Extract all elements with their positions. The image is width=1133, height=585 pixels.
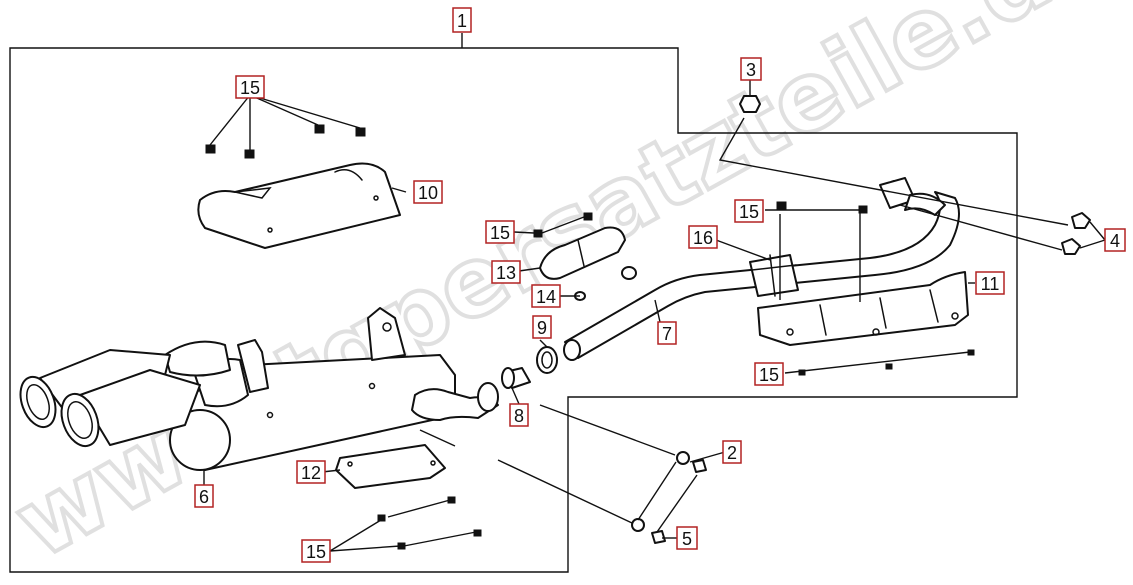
muffler-assembly [19,307,499,471]
svg-text:15: 15 [759,365,779,385]
callout-9: 9 [532,315,552,339]
heat-shield-10 [197,162,401,249]
callout-5: 5 [676,526,698,550]
gasket-9 [536,346,558,374]
callout-2: 2 [722,440,742,464]
callout-6: 6 [194,484,214,508]
svg-text:10: 10 [418,183,438,203]
assembly-outline [9,47,1018,573]
callout-11: 11 [975,271,1005,295]
heat-shield-11 [757,271,969,346]
leader-lines [203,33,1106,552]
callout-12: 12 [296,460,326,484]
svg-text:1: 1 [457,11,467,31]
svg-text:15: 15 [490,223,510,243]
callout-1: 1 [452,7,472,33]
svg-text:6: 6 [199,487,209,507]
svg-text:15: 15 [240,78,260,98]
svg-text:7: 7 [662,324,672,344]
svg-text:13: 13 [496,263,516,283]
callout-15-right: 15 [734,199,764,223]
svg-text:15: 15 [306,542,326,562]
svg-text:3: 3 [746,60,756,80]
svg-text:2: 2 [727,443,737,463]
svg-text:4: 4 [1110,231,1120,251]
svg-text:12: 12 [301,463,321,483]
callout-16: 16 [688,225,718,249]
callout-15-bottom-left: 15 [301,539,331,563]
svg-text:9: 9 [537,318,547,338]
callout-7: 7 [657,321,677,345]
callout-14: 14 [531,284,561,308]
svg-text:5: 5 [682,529,692,549]
callout-8: 8 [509,403,529,427]
callout-3: 3 [740,57,762,81]
clamp-8 [501,367,531,389]
callout-15-mid: 15 [485,220,515,244]
svg-text:8: 8 [514,406,524,426]
callout-15-top-left: 15 [235,75,265,99]
hardware [574,95,1091,544]
svg-text:16: 16 [693,228,713,248]
callout-10: 10 [413,180,443,204]
callout-15-right-bottom: 15 [754,362,784,386]
svg-text:15: 15 [739,202,759,222]
bracket-16 [749,254,799,297]
heat-shield-12 [335,444,446,489]
svg-text:14: 14 [536,287,556,307]
callout-13: 13 [491,260,521,284]
svg-text:11: 11 [981,274,1000,294]
callout-4: 4 [1104,228,1126,252]
heat-shield-13 [539,226,626,280]
